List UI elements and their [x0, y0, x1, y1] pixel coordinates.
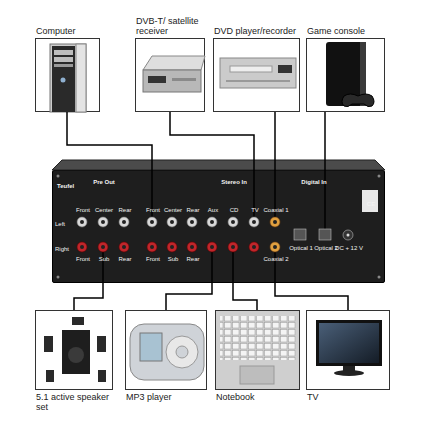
device-label: MP3 player — [126, 392, 214, 402]
panel-label: DC + 12 V — [335, 245, 363, 251]
cable-line — [166, 283, 212, 310]
panel-label: Optical 2 — [314, 245, 338, 251]
device-box: Game console — [306, 38, 385, 112]
panel-label: Pre Out — [93, 179, 115, 185]
device-label: 5.1 active speaker set — [36, 392, 120, 412]
receiver-panel: TeufelPre OutFrontCenterRearLeftRightFro… — [52, 170, 385, 283]
cable-line — [274, 112, 276, 170]
device-label: Notebook — [216, 392, 307, 402]
panel-label: Sub — [99, 256, 110, 262]
panel-label: Rear — [118, 207, 131, 213]
notebook-image — [216, 311, 299, 389]
panel-label: Rear — [186, 256, 199, 262]
panel-label: Center — [164, 207, 182, 213]
cable-line — [74, 283, 103, 310]
panel-label: TV — [251, 207, 259, 213]
panel-label: Aux — [208, 207, 218, 213]
device-box: DVB-T/ satellite receiver — [135, 38, 205, 112]
device-box: Computer — [35, 38, 100, 112]
panel-label: Optical 1 — [289, 245, 313, 251]
cable-line — [233, 283, 257, 310]
panel-label: Rear — [118, 256, 131, 262]
panel-label: Sub — [168, 256, 179, 262]
cable-line — [67, 112, 152, 170]
device-label: TV — [307, 392, 397, 402]
cable-line — [170, 112, 254, 170]
panel-label: Coaxial 1 — [263, 207, 288, 213]
panel-label: Coaxial 2 — [263, 256, 288, 262]
device-box: DVD player/recorder — [213, 38, 300, 112]
panel-label: Right — [55, 246, 69, 252]
panel-label: CE — [367, 201, 375, 207]
device-box: 5.1 active speaker set — [35, 310, 113, 390]
panel-label: Front — [146, 256, 160, 262]
panel-label: Front — [76, 256, 90, 262]
device-box: MP3 player — [125, 310, 207, 390]
panel-label: Digital In — [301, 179, 326, 185]
panel-label: CD — [230, 207, 239, 213]
device-box: Notebook — [215, 310, 300, 390]
panel-label: Rear — [186, 207, 199, 213]
panel-label: Front — [76, 207, 90, 213]
device-label: Game console — [307, 26, 392, 36]
panel-label: Front — [146, 207, 160, 213]
device-box: TV — [306, 310, 390, 390]
device-label: DVB-T/ satellite receiver — [136, 16, 212, 36]
cable-line — [324, 112, 326, 170]
panel-label: Left — [55, 221, 65, 227]
device-label: DVD player/recorder — [214, 26, 307, 36]
device-label: Computer — [36, 26, 107, 36]
panel-label: Stereo In — [221, 179, 247, 185]
panel-label: Center — [95, 207, 113, 213]
cable-line — [275, 283, 348, 310]
panel-label: Teufel — [57, 183, 74, 189]
